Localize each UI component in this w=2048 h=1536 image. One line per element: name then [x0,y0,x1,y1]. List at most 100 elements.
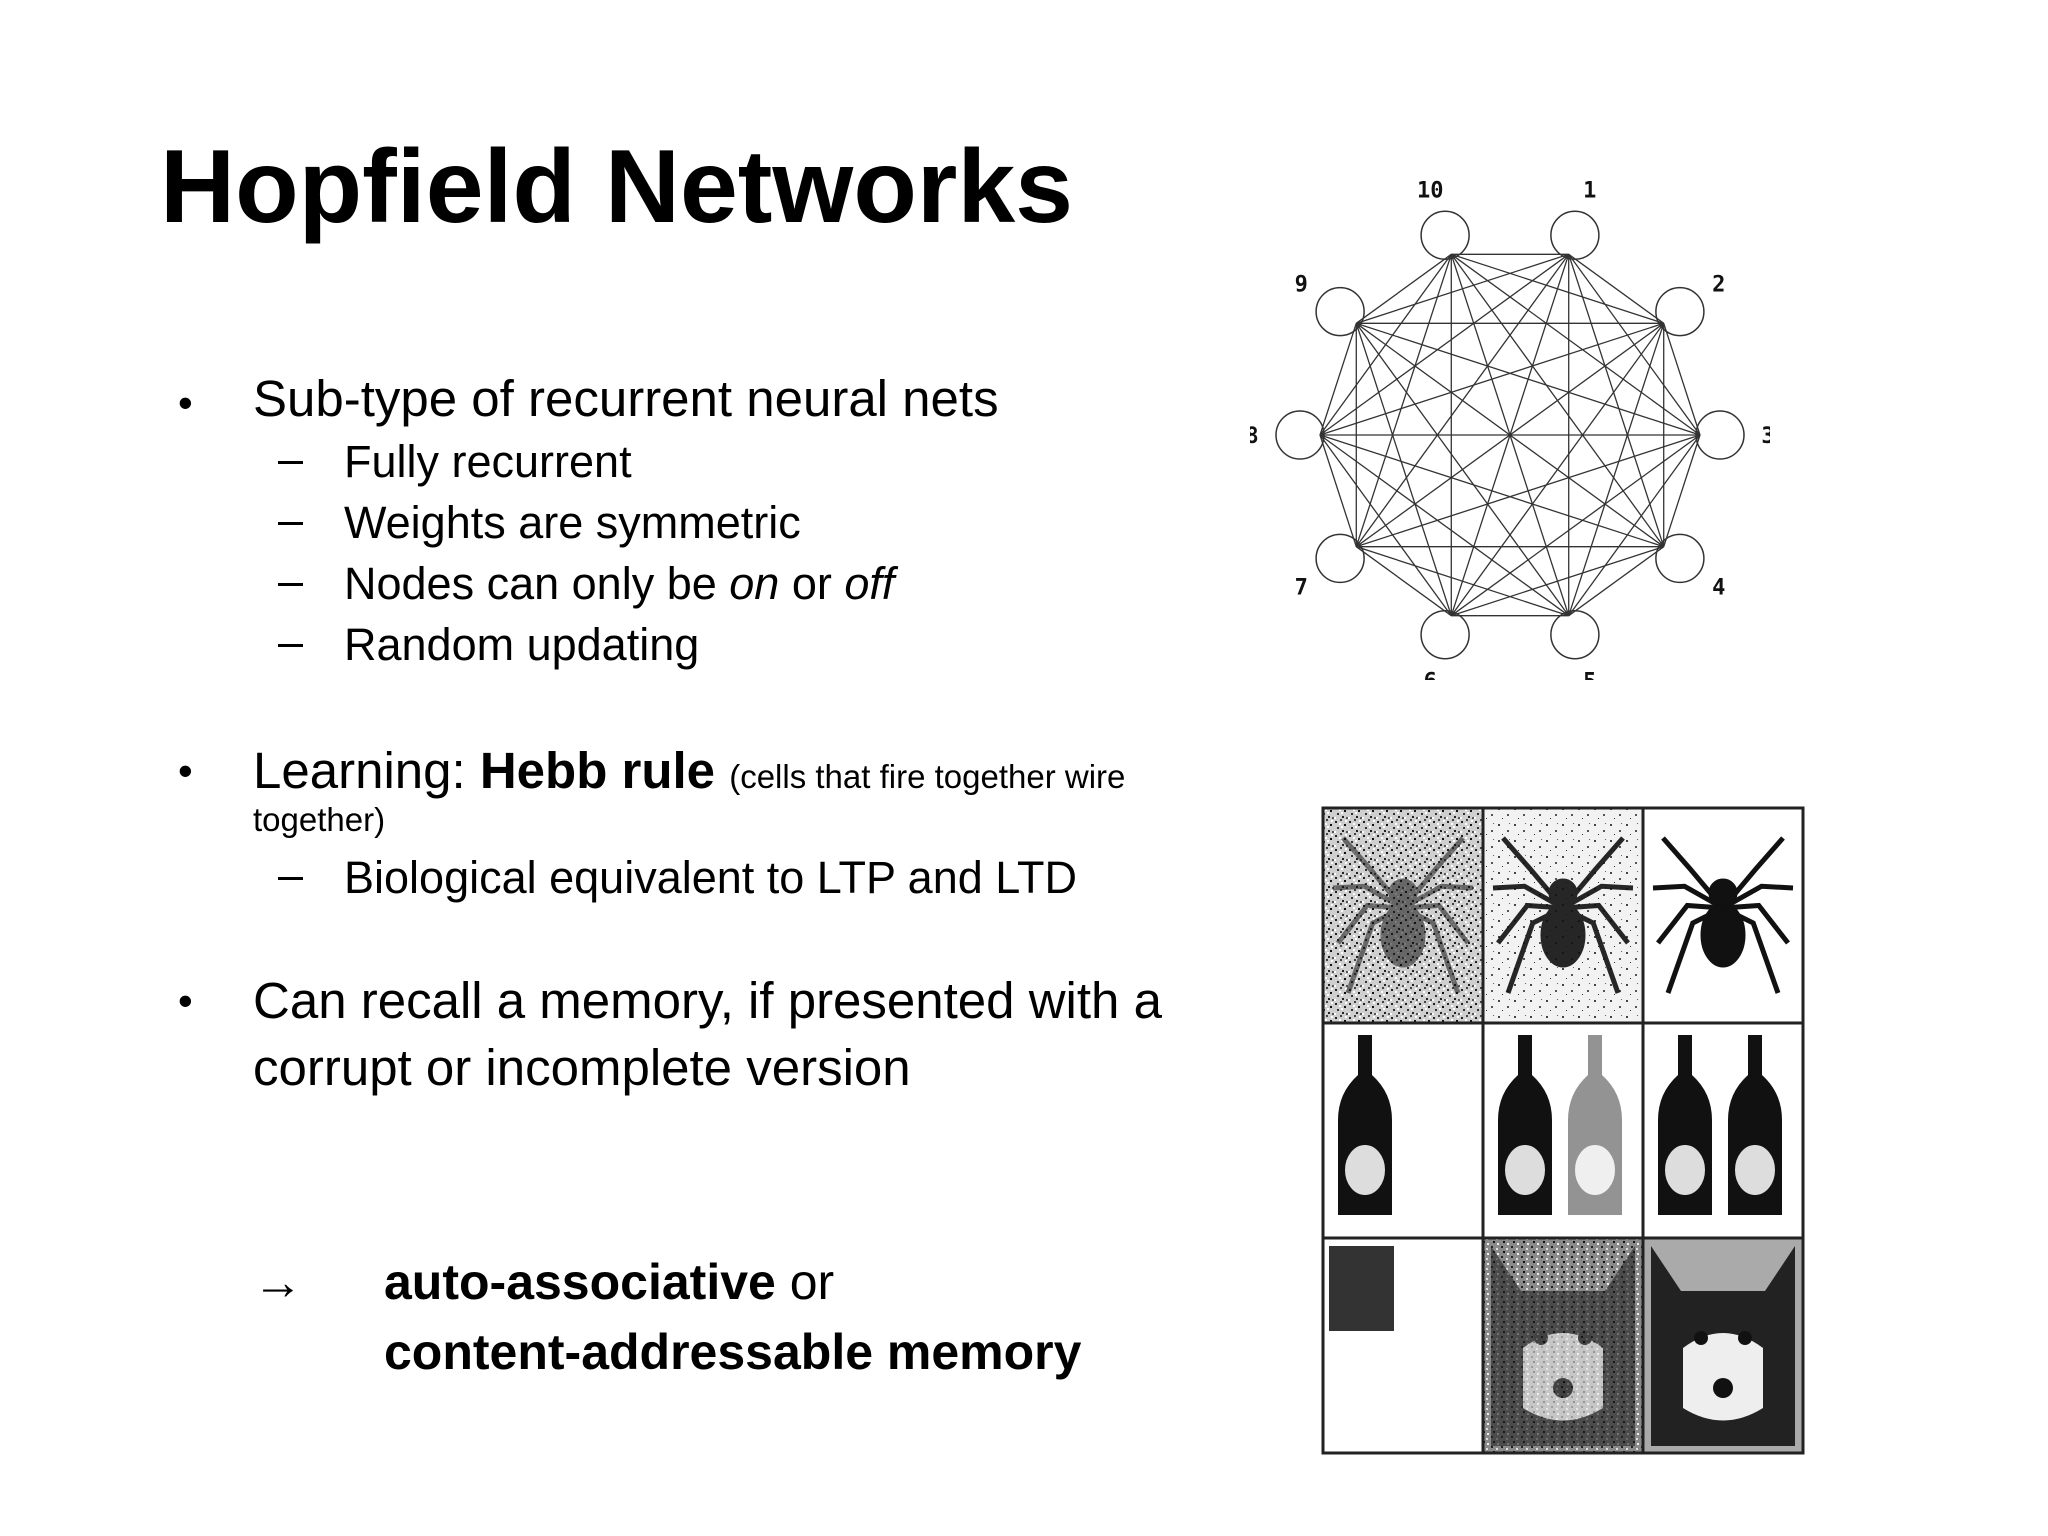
dog-input-fragment [1329,1246,1394,1331]
dog-eye [1578,1331,1592,1345]
spider-leg [1721,883,1794,911]
bottle-label [1573,1143,1617,1197]
bottle-intermediate-1 [1498,1035,1552,1215]
subitem-fully-recurrent: Fully recurrent [344,436,632,487]
dog-intermediate [1491,1246,1635,1446]
spider-leg [1336,902,1404,945]
bullet-1-text: Sub-type of recurrent neural nets [253,370,999,427]
bullet-3-line-2: corrupt or incomplete version [253,1039,911,1096]
conclusion-line-1: auto-associative or [384,1247,834,1317]
network-node-label: 3 [1761,424,1770,449]
bottle-label [1733,1143,1777,1197]
dash-marker: – [278,433,304,484]
emphasis-off: off [844,558,895,609]
network-edge [1319,434,1570,617]
bullet-2-text: Learning: Hebb rule (cells that fire tog… [253,742,1125,801]
subitem-random-updating: Random updating [344,619,700,670]
emphasis-on: on [729,558,780,609]
spider-abdomen [1380,902,1426,968]
network-node [1315,533,1365,584]
dog-eye [1738,1331,1752,1345]
network-edge [1355,322,1570,617]
hebb-rule: Hebb rule [479,742,716,799]
spider-input [1332,836,1474,994]
bottle-intermediate-2 [1568,1035,1622,1215]
network-node-label: 4 [1712,576,1725,601]
network-node [1655,533,1705,584]
bullet-3-line-1: Can recall a memory, if presented with a [253,972,1162,1029]
subitem-nodes-on-off: Nodes can only be on or off [344,557,894,611]
dog-nose [1713,1378,1733,1398]
network-node [1275,410,1325,460]
spider-leg [1721,905,1781,994]
network-node [1420,609,1470,660]
network-edge [1355,253,1452,324]
network-edge [1319,253,1452,436]
bullet-marker: • [178,977,193,1024]
spider-leg [1561,836,1625,910]
network-edge [1450,253,1701,436]
slide-title: Hopfield Networks [160,129,1073,245]
bottle-body [1568,1035,1622,1215]
network-edge [1319,323,1357,436]
network-edge [1568,546,1665,617]
network-edge [1568,254,1665,547]
spider-leg [1402,902,1470,945]
bottle-label [1503,1143,1547,1197]
spider-leg [1721,836,1785,910]
dash-marker: – [278,555,304,606]
dash-marker: – [278,616,304,667]
network-edge [1450,253,1665,548]
network-node [1550,210,1600,261]
spider-intermediate [1492,836,1634,994]
spider-leg [1561,905,1621,994]
subitem-ltp-ltd: Biological equivalent to LTP and LTD [344,852,1077,903]
bottle-recalled-2 [1728,1035,1782,1215]
network-edge [1568,253,1665,324]
network-edge [1356,322,1701,436]
dog-eye [1694,1331,1708,1345]
spider-leg [1665,905,1725,994]
network-node-label: 5 [1583,669,1596,680]
conclusion-line-2: content-addressable memory [384,1324,1082,1380]
network-edge [1450,434,1701,617]
bottle-recalled-1 [1658,1035,1712,1215]
network-node-label: 7 [1295,576,1308,601]
network-edge [1356,546,1569,617]
network-edge [1355,546,1452,617]
bullet-marker: • [178,747,193,794]
hebb-note-continued: together) [253,801,386,838]
network-node-label: 9 [1295,272,1308,297]
spider-leg [1505,905,1565,994]
network-edges [1319,253,1701,617]
network-edge [1319,434,1664,548]
network-edge [1450,254,1570,616]
hebb-note: (cells that fire together wire [729,758,1126,795]
bottle-input [1338,1035,1392,1215]
spider-leg [1562,902,1630,945]
network-node-label: 1 [1583,180,1596,204]
network-node-label: 2 [1712,272,1725,297]
network-node-label: 6 [1424,669,1437,680]
network-edge [1663,323,1701,436]
spider-leg [1341,836,1405,910]
spider-leg [1401,883,1474,911]
dog-face [1683,1333,1763,1421]
network-node-label: 10 [1417,180,1444,204]
dog-face [1523,1333,1603,1421]
network-edge [1663,434,1701,547]
network-edge [1319,253,1570,436]
spider-leg [1332,883,1405,911]
spider-leg [1345,905,1405,994]
spider-leg [1496,902,1564,945]
dash-marker: – [278,849,304,900]
spider-recalled [1652,836,1794,994]
subitem-weights-symmetric: Weights are symmetric [344,497,801,548]
bottle-label [1663,1143,1707,1197]
spider-abdomen [1700,902,1746,968]
conclusion-text: or [775,1254,835,1310]
network-node [1550,609,1600,660]
spider-leg [1492,883,1565,911]
dog-nose [1553,1378,1573,1398]
spider-leg [1401,905,1461,994]
